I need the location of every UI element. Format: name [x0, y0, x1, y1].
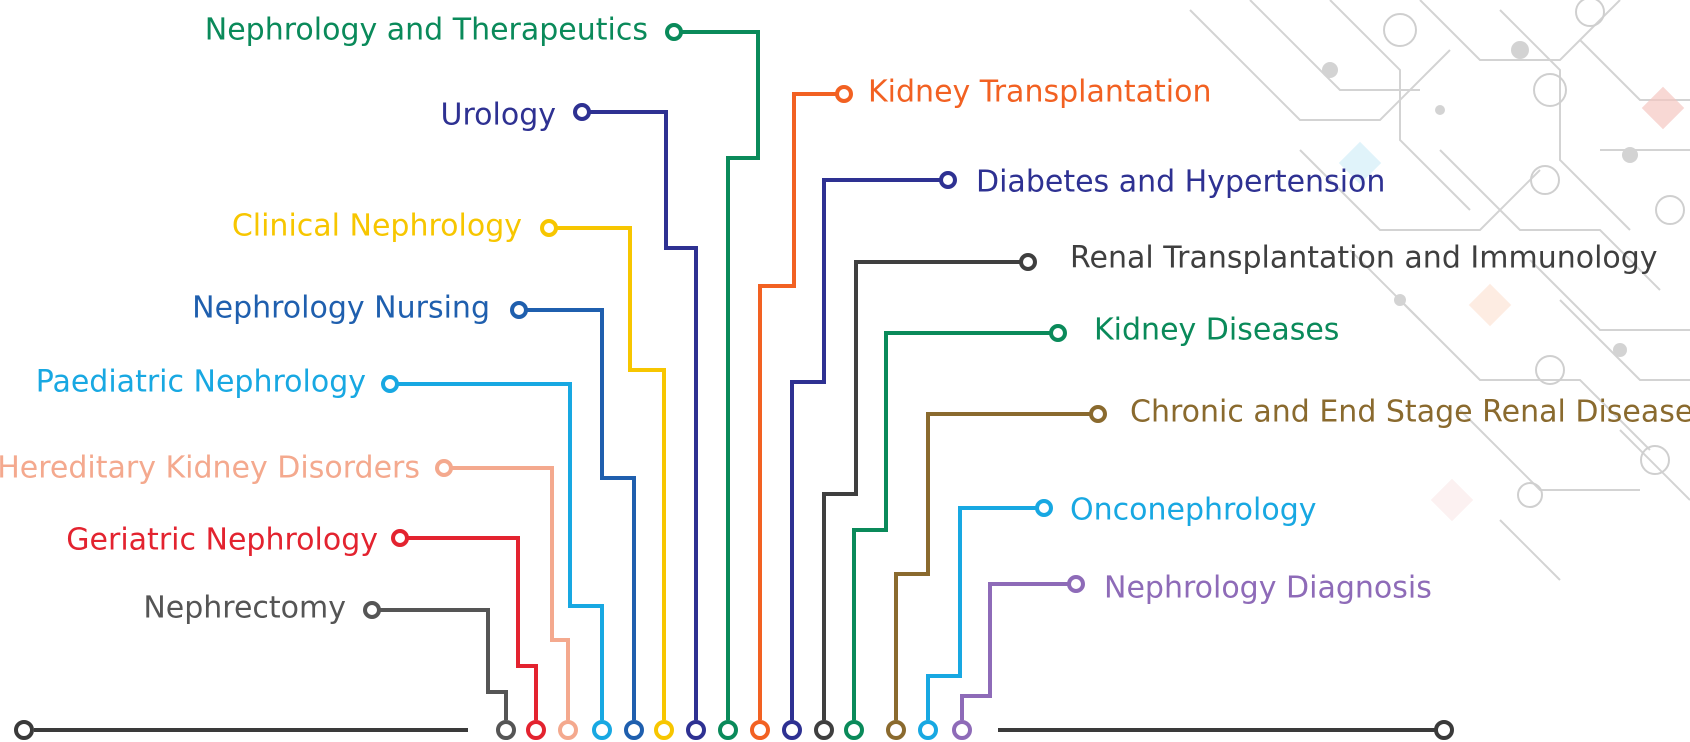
topic-nephrology-nursing: Nephrology Nursing: [192, 291, 644, 740]
topic-geriatric-nephrology: Geriatric Nephrology: [66, 523, 546, 740]
topic-label: Kidney Transplantation: [868, 75, 1211, 110]
topic-label: Paediatric Nephrology: [36, 365, 366, 400]
topic-label: Urology: [441, 98, 556, 133]
topic-nephrology-diagnosis: Nephrology Diagnosis: [952, 571, 1432, 740]
topic-urology: Urology: [441, 98, 706, 740]
topic-label: Renal Transplantation and Immunology: [1070, 241, 1658, 276]
topic-hereditary-kidney-disorders: Hereditary Kidney Disorders: [0, 451, 578, 740]
topic-label: Chronic and End Stage Renal Diseases: [1130, 395, 1690, 430]
topic-nephrectomy: Nephrectomy: [143, 591, 516, 740]
right-topic-group: Kidney Transplantation Diabetes and Hype…: [750, 75, 1690, 740]
topic-label: Onconephrology: [1070, 493, 1317, 528]
topic-renal-transplantation-and-immunology: Renal Transplantation and Immunology: [814, 241, 1658, 740]
topic-label: Nephrology Diagnosis: [1104, 571, 1432, 606]
topic-kidney-diseases: Kidney Diseases: [844, 313, 1339, 740]
topic-label: Nephrology and Therapeutics: [205, 13, 648, 48]
topic-label: Hereditary Kidney Disorders: [0, 451, 420, 486]
axis-start-node: [14, 720, 34, 740]
topic-label: Clinical Nephrology: [232, 209, 522, 244]
topic-label: Nephrectomy: [143, 591, 346, 626]
left-topic-group: Nephrology and Therapeutics Urology Clin…: [0, 13, 760, 740]
topic-chronic-and-end-stage-renal-diseases: Chronic and End Stage Renal Diseases: [886, 395, 1690, 740]
topic-label: Geriatric Nephrology: [66, 523, 378, 558]
topic-label: Diabetes and Hypertension: [976, 165, 1385, 200]
topic-kidney-transplantation: Kidney Transplantation: [750, 75, 1211, 740]
topic-onconephrology: Onconephrology: [918, 493, 1317, 740]
topic-paediatric-nephrology: Paediatric Nephrology: [36, 365, 612, 740]
circuit-pattern-icon: [1189, 0, 1690, 581]
topic-label: Kidney Diseases: [1094, 313, 1339, 348]
topic-clinical-nephrology: Clinical Nephrology: [232, 209, 674, 740]
horizontal-axis: [14, 720, 1454, 740]
axis-end-node: [1434, 720, 1454, 740]
topic-label: Nephrology Nursing: [192, 291, 490, 326]
topic-diabetes-and-hypertension: Diabetes and Hypertension: [782, 165, 1385, 740]
topic-nephrology-and-therapeutics: Nephrology and Therapeutics: [205, 13, 760, 740]
